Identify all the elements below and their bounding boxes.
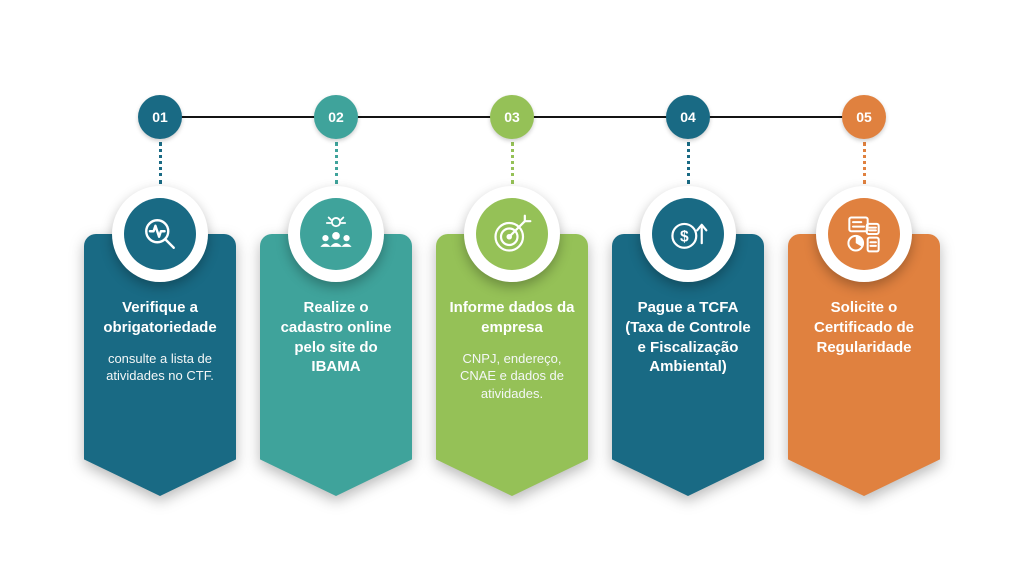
step-icon-circle bbox=[464, 186, 560, 282]
step-column-4: 04 $ Pague a TCFA (Taxa de Controle e Fi… bbox=[600, 95, 776, 576]
step-title: Pague a TCFA (Taxa de Controle e Fiscali… bbox=[625, 299, 751, 376]
step-subtitle: CNPJ, endereço, CNAE e dados de atividad… bbox=[459, 350, 565, 401]
dollar-arrow-icon: $ bbox=[652, 198, 724, 270]
step-icon-circle bbox=[816, 186, 912, 282]
svg-text:$: $ bbox=[680, 228, 689, 245]
step-number-badge: 02 bbox=[314, 95, 358, 139]
step-title: Solicite o Certificado de Regularidade bbox=[813, 299, 915, 356]
step-column-2: 02 bbox=[248, 95, 424, 576]
dotted-connector bbox=[862, 142, 866, 184]
banner-shadow: Verifique a obrigatoriedade consulte a l… bbox=[84, 234, 236, 496]
dotted-connector bbox=[510, 142, 514, 184]
step-icon-circle: $ bbox=[640, 186, 736, 282]
step-column-1: 01 Verifique a obrigatoriedade consulte … bbox=[72, 95, 248, 576]
step-number-badge: 05 bbox=[842, 95, 886, 139]
target-dart-icon bbox=[476, 198, 548, 270]
magnifier-pulse-icon bbox=[124, 198, 196, 270]
step-column-5: 05 bbox=[776, 95, 952, 576]
step-icon-circle bbox=[112, 186, 208, 282]
dotted-connector bbox=[158, 142, 162, 184]
step-number-badge: 04 bbox=[666, 95, 710, 139]
step-number-badge: 01 bbox=[138, 95, 182, 139]
step-icon-circle bbox=[288, 186, 384, 282]
step-number-badge: 03 bbox=[490, 95, 534, 139]
step-column-3: 03 Informe dados da empresa CNPJ, ende bbox=[424, 95, 600, 576]
dotted-connector bbox=[686, 142, 690, 184]
step-banner: Verifique a obrigatoriedade consulte a l… bbox=[84, 234, 236, 496]
team-idea-icon bbox=[300, 198, 372, 270]
step-title: Informe dados da empresa bbox=[449, 299, 575, 336]
step-title: Verifique a obrigatoriedade bbox=[103, 299, 217, 336]
step-subtitle: consulte a lista de atividades no CTF. bbox=[106, 350, 214, 384]
certificate-report-icon bbox=[828, 198, 900, 270]
step-title: Realize o cadastro online pelo site do I… bbox=[280, 299, 392, 376]
dotted-connector bbox=[334, 142, 338, 184]
